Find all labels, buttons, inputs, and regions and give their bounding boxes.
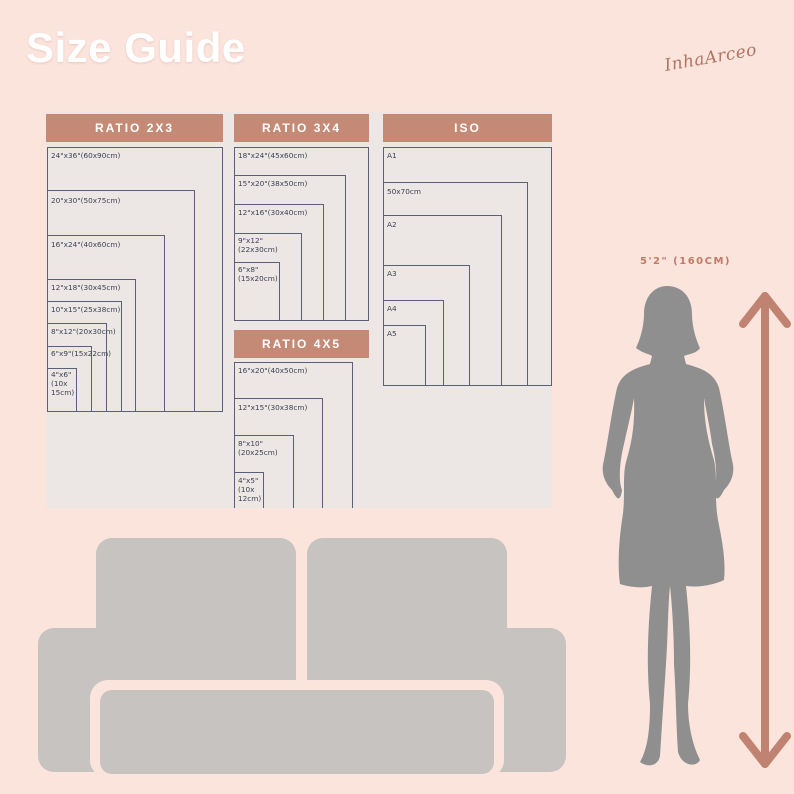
size-label: 8"x10" (20x25cm) [238,439,278,457]
size-label: 16"x20"(40x50cm) [238,366,308,375]
iso-box-a1 [383,147,552,386]
iso-box-a4 [383,300,444,386]
ratio-4x5-box-4x5 [234,472,264,508]
size-label: 12"x15"(30x38cm) [238,403,308,412]
height-arrow-icon [739,292,791,768]
size-label: A2 [387,220,397,229]
size-label: 8"x12"(20x30cm) [51,327,116,336]
page-title: Size Guide [26,24,246,71]
size-label: 16"x24"(40x60cm) [51,240,121,249]
size-label: 4"x6" (10x 15cm) [51,370,75,397]
size-label: 24"x36"(60x90cm) [51,151,121,160]
ratio-2x3-box-4x6 [47,368,77,412]
size-label: A5 [387,329,397,338]
ratio-2x3-box-16x24 [47,235,165,412]
size-label: 9"x12" (22x30cm) [238,236,278,254]
iso-box-a2 [383,215,502,386]
height-label: 5'2" (160CM) [640,256,731,267]
ratio-2x3-box-10x15 [47,301,122,412]
ratio-2x3-box-6x9 [47,346,92,412]
ratio-4x5-box-8x10 [234,435,294,508]
signature-logo: InhaArceo [662,40,759,76]
size-label: 4"x5" (10x 12cm) [238,476,262,503]
ratio-2x3-header: RATIO 2X3 [46,114,223,142]
size-label: 18"x24"(45x60cm) [238,151,308,160]
size-label: A1 [387,151,397,160]
size-label: 6"x9"(15x22cm) [51,349,112,358]
ratio-2x3-box-20x30 [47,190,195,412]
size-label: 20"x30"(50x75cm) [51,196,121,205]
iso-box-a5 [383,325,426,386]
iso-header: ISO [383,114,552,142]
iso-box-50x70 [383,182,528,386]
ratio-2x3-box-8x12 [47,323,107,412]
iso-box-a3 [383,265,470,386]
ratio-3x4-box-15x20 [234,175,346,321]
woman-silhouette [602,286,734,766]
size-label: A4 [387,304,397,313]
ratio-4x5-header: RATIO 4X5 [234,330,369,358]
size-label: 6"x8" (15x20cm) [238,265,278,283]
ratio-3x4-box-12x16 [234,204,324,321]
size-label: A3 [387,269,397,278]
size-label: 12"x18"(30x45cm) [51,283,121,292]
sofa-seat [100,690,494,774]
size-label: 12"x16"(30x40cm) [238,208,308,217]
size-label: 50x70cm [387,187,422,196]
size-label: 10"x15"(25x38cm) [51,305,121,314]
ratio-3x4-box-6x8 [234,262,280,321]
size-label: 15"x20"(38x50cm) [238,179,308,188]
ratio-2x3-box-12x18 [47,279,136,412]
ratio-3x4-header: RATIO 3X4 [234,114,369,142]
size-chart: RATIO 2X3 24"x36"(60x90cm) 20"x30"(50x75… [46,112,552,508]
ratio-4x5-box-12x15 [234,398,323,508]
ratio-3x4-box-9x12 [234,233,302,321]
